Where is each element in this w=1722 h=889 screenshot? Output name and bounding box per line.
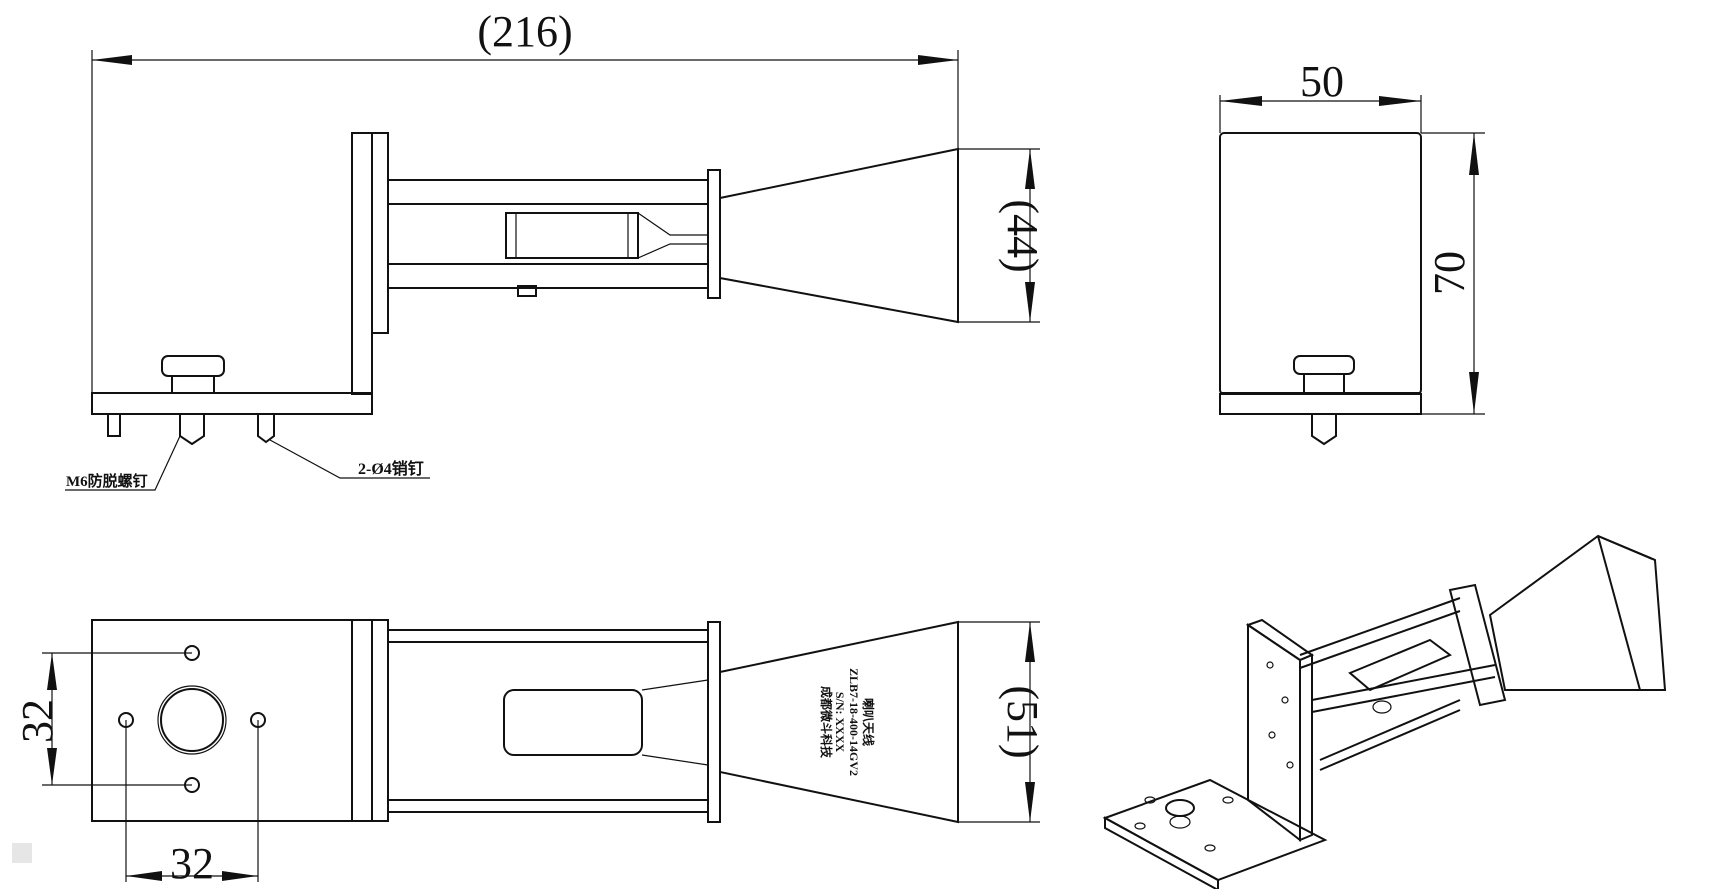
side-body: [1219, 132, 1422, 395]
side-screw-tip: [1311, 413, 1337, 446]
horn-profile: [719, 147, 959, 324]
leader-pins: [269, 439, 430, 479]
iso-base-plate: [1102, 778, 1328, 882]
iso-rod-3: [1319, 699, 1461, 761]
mounting-plate: [91, 619, 389, 822]
dimension-overall-length: (216): [477, 7, 572, 56]
top-clamp-block: [503, 689, 643, 756]
dimension-hole-horizontal: 32: [170, 839, 214, 888]
dimension-aperture-width: (51): [998, 685, 1047, 758]
dimension-side-height: 70: [1425, 251, 1474, 295]
nameplate-line1: 喇叭天线: [861, 698, 876, 746]
clamp-screw: [517, 285, 537, 297]
iso-rod-1: [1299, 597, 1461, 656]
nameplate: 喇叭天线 ZLB7-18-400-14GV2 S/N: XXXX 成都微斗科技: [819, 668, 876, 776]
bracket-flange: [371, 132, 389, 334]
front-view: M6防脱螺钉 2-Ø4销钉 (216) (44): [65, 7, 1047, 491]
center-boss: [160, 688, 224, 752]
dimension-side-width: 50: [1300, 57, 1344, 106]
callout-screw: M6防脱螺钉: [66, 472, 148, 490]
top-rod-upper: [387, 629, 709, 643]
side-view: 50 70: [1219, 57, 1485, 446]
iso-knob: [1165, 799, 1195, 817]
callout-pins: 2-Ø4销钉: [358, 459, 424, 478]
top-view: 喇叭天线 ZLB7-18-400-14GV2 S/N: XXXX 成都微斗科技 …: [13, 619, 1047, 888]
leader-screw: [65, 435, 181, 491]
m6-knob-neck: [171, 375, 215, 394]
lower-rod: [387, 263, 709, 289]
iso-clamp: [1348, 638, 1452, 692]
nameplate-line3: S/N: XXXX: [833, 692, 847, 753]
top-flange: [707, 621, 721, 823]
dimension-aperture-height: (44): [998, 199, 1047, 272]
rear-flange: [707, 169, 721, 299]
side-base: [1219, 393, 1422, 415]
side-knob: [1293, 355, 1355, 375]
iso-flange: [1448, 583, 1507, 707]
pin-right: [257, 413, 275, 444]
iso-horn: [1488, 534, 1667, 691]
base-plate: [91, 392, 373, 415]
upper-rod: [387, 179, 709, 205]
clamp-block: [505, 212, 639, 259]
iso-rod-2: [1311, 664, 1496, 701]
screw-tip: [179, 413, 205, 446]
nameplate-line2: ZLB7-18-400-14GV2: [847, 668, 861, 776]
side-knob-neck: [1303, 373, 1345, 395]
isometric-view: [1102, 534, 1667, 889]
m6-knob: [161, 355, 225, 377]
corner-mark: [12, 843, 32, 863]
vertical-bracket: [351, 132, 373, 395]
pin-left: [107, 413, 121, 437]
nameplate-line4: 成都微斗科技: [819, 686, 834, 759]
top-rod-lower: [387, 799, 709, 813]
dimension-hole-vertical: 32: [13, 699, 62, 743]
